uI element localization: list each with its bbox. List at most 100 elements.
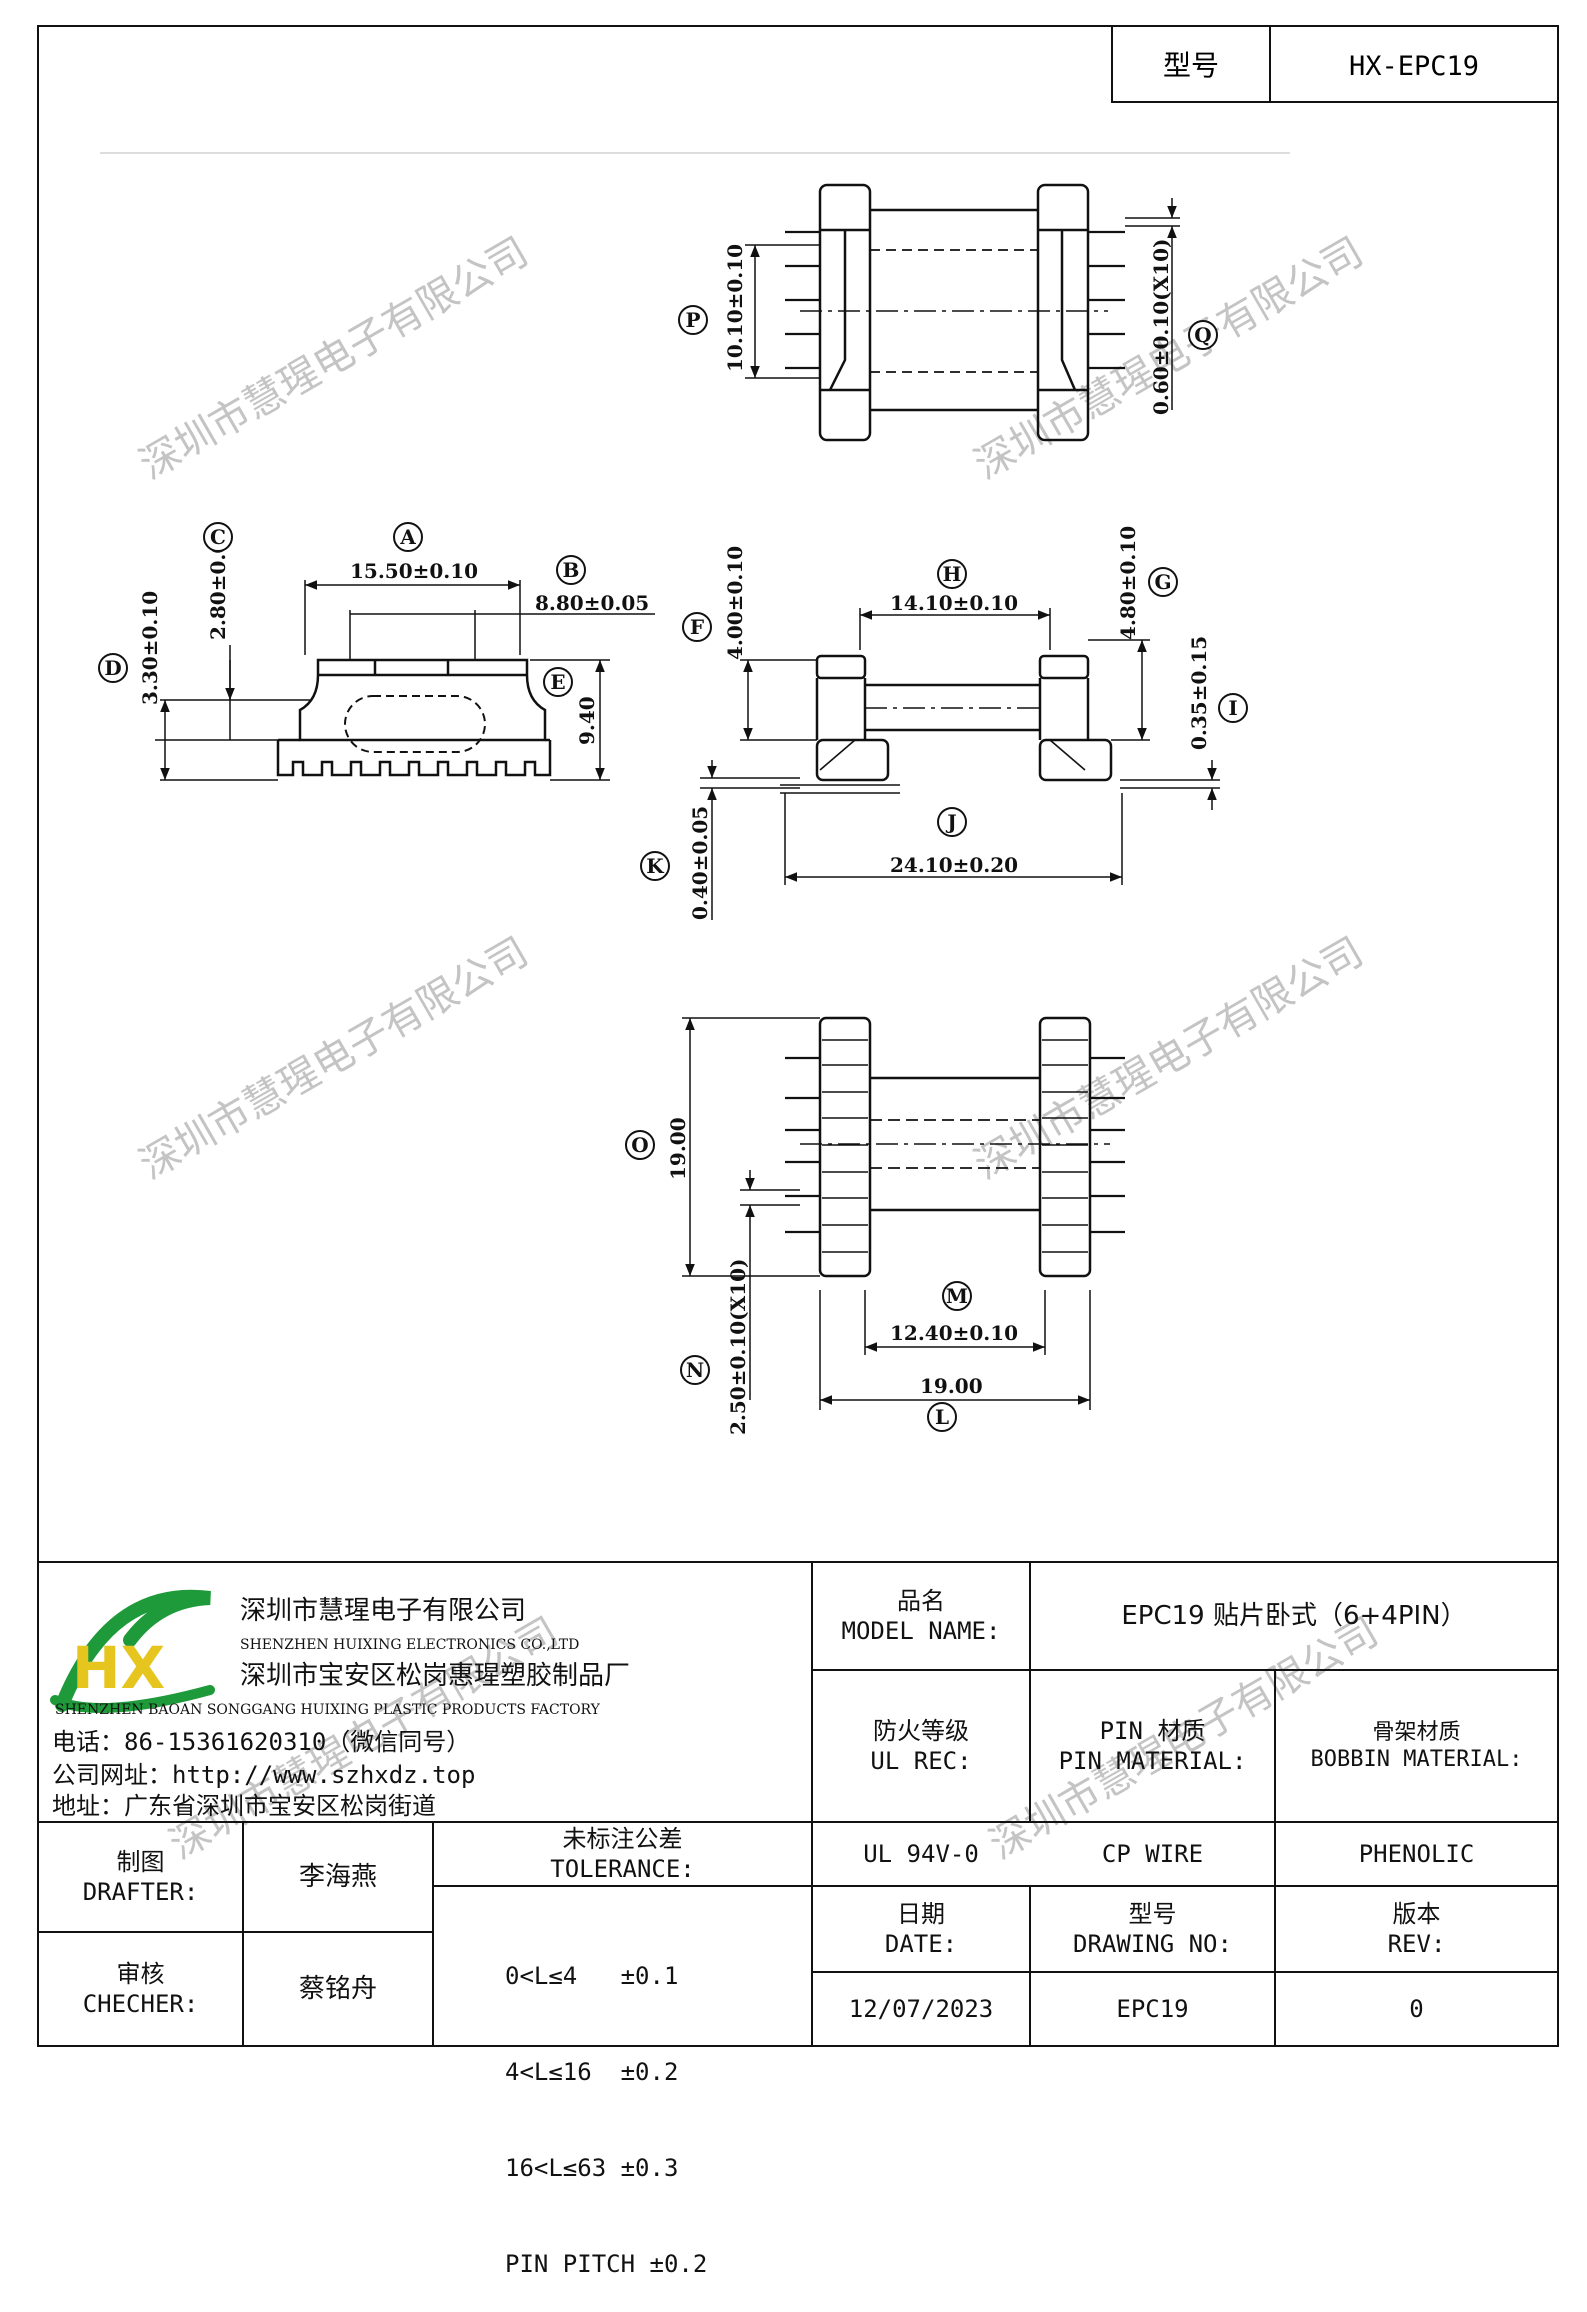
svg-text:P: P [685, 308, 700, 332]
tolerance-item: 4<L≤16 ±0.2 [505, 2058, 679, 2086]
tolerance-item: 0<L≤4 ±0.1 [505, 1962, 679, 1990]
dim-text-j: 24.10±0.20 [890, 853, 1018, 877]
pin-material-label-en: PIN MATERIAL: [1058, 1747, 1247, 1775]
ul-rec-label: 防火等级 UL REC: [812, 1670, 1030, 1822]
company-address: 地址：广东省深圳市宝安区松岗街道 [52, 1792, 436, 1820]
ul-rec-label-en: UL REC: [870, 1747, 972, 1775]
model-name-label-en: MODEL NAME: [841, 1617, 1001, 1645]
dim-text-f: 4.00±0.10 [723, 546, 747, 660]
callout-e: E [543, 667, 573, 697]
date-label-cn: 日期 [897, 1900, 945, 1928]
checker-label-cn: 审核 [116, 1960, 165, 1988]
svg-text:M: M [946, 1284, 968, 1308]
rev-label-en: REV: [1387, 1930, 1446, 1958]
bobbin-material-label: 骨架材质 BOBBIN MATERIAL: [1275, 1670, 1558, 1822]
dim-text-q: 0.60±0.10(X10) [1149, 239, 1173, 415]
svg-text:N: N [686, 1358, 704, 1382]
callout-g: G [1148, 567, 1178, 597]
callout-f: F [682, 612, 712, 642]
checker-label: 审核 CHECHER: [38, 1932, 243, 2046]
dim-text-l: 19.00 [920, 1374, 983, 1398]
model-label: 型号 [1163, 49, 1219, 82]
logo-letter: HX [72, 1634, 165, 1702]
drawing-sheet: 深圳市慧瑆电子有限公司 深圳市慧瑆电子有限公司 深圳市慧瑆电子有限公司 深圳市慧… [37, 25, 1559, 2047]
callout-l: L [927, 1402, 957, 1432]
model-name-label-cn: 品名 [897, 1587, 945, 1615]
checker-name: 蔡铭舟 [298, 1973, 377, 2004]
model-name-value: EPC19 贴片卧式（6+4PIN） [1121, 1600, 1467, 1631]
dim-text-g: 4.80±0.10 [1116, 526, 1140, 640]
dim-text-a: 15.50±0.10 [350, 559, 478, 583]
top-view [745, 183, 1180, 442]
company-name-cn: 深圳市慧瑆电子有限公司 [240, 1596, 527, 1626]
tolerance-label: 未标注公差 TOLERANCE: [433, 1822, 812, 1886]
dim-text-h: 14.10±0.10 [890, 591, 1018, 615]
watermark: 深圳市慧瑆电子有限公司 [132, 929, 536, 1189]
model-value: HX-EPC19 [1349, 51, 1479, 82]
watermark: 深圳市慧瑆电子有限公司 [132, 229, 536, 489]
rev-label: 版本 REV: [1275, 1886, 1558, 1972]
callout-q: Q [1188, 320, 1218, 350]
date-label: 日期 DATE: [812, 1886, 1030, 1972]
callout-j: J [937, 807, 967, 837]
svg-text:K: K [646, 854, 664, 878]
drafter-label-en: DRAFTER: [82, 1878, 199, 1906]
company-logo: HX [50, 1589, 215, 1713]
dim-text-d: 3.30±0.10 [138, 591, 162, 705]
bobbin-material-value: PHENOLIC [1358, 1840, 1475, 1868]
date-value: 12/07/2023 [848, 1995, 994, 2023]
dim-text-e: 9.40 [575, 696, 599, 745]
drawing-no-value: EPC19 [1116, 1995, 1189, 2023]
callout-d: D [98, 653, 128, 683]
svg-text:L: L [935, 1405, 949, 1429]
ul-rec-label-cn: 防火等级 [873, 1717, 969, 1745]
svg-text:D: D [104, 656, 121, 680]
dim-text-k: 0.40±0.05 [688, 806, 712, 920]
company-phone: 电话：86-15361620310（微信同号） [52, 1728, 471, 1756]
side-view [155, 580, 655, 781]
pin-material-label: PIN 材质 PIN MATERIAL: [1030, 1670, 1275, 1822]
svg-text:C: C [210, 525, 226, 549]
svg-text:J: J [945, 810, 956, 834]
sheet-frame [37, 25, 1559, 2047]
header-box [1111, 25, 1559, 103]
drawing-no-label-cn: 型号 [1128, 1900, 1177, 1928]
callout-o: O [625, 1130, 655, 1160]
svg-text:A: A [399, 525, 416, 549]
dim-text-n: 2.50±0.10(X10) [726, 1259, 750, 1435]
callout-p: P [678, 305, 708, 335]
drawing-no-label: 型号 DRAWING NO: [1030, 1886, 1275, 1972]
watermark: 深圳市慧瑆电子有限公司 [967, 929, 1371, 1189]
svg-text:G: G [1154, 570, 1171, 594]
drafter-label: 制图 DRAFTER: [38, 1822, 243, 1932]
svg-text:Q: Q [1194, 323, 1211, 347]
dim-text-b: 8.80±0.05 [535, 591, 649, 615]
model-name-label: 品名 MODEL NAME: [812, 1562, 1030, 1670]
checker-label-en: CHECHER: [82, 1990, 199, 2018]
svg-text:O: O [631, 1133, 648, 1157]
title-block-grid [38, 1561, 1558, 2046]
pin-material-label-cn: PIN 材质 [1099, 1717, 1206, 1745]
tolerance-label-en: TOLERANCE: [550, 1855, 695, 1883]
callout-b: B [556, 555, 586, 585]
pin-material-value: CP WIRE [1101, 1840, 1204, 1868]
svg-text:I: I [1228, 696, 1237, 720]
callout-h: H [937, 559, 967, 589]
callout-m: M [942, 1281, 972, 1311]
factory-name-cn: 深圳市宝安区松岗惠瑆塑胶制品厂 [240, 1661, 631, 1691]
company-website[interactable]: 公司网址：http://www.szhxdz.top [52, 1761, 476, 1789]
company-name-en: SHENZHEN HUIXING ELECTRONICS CO.,LTD [240, 1637, 580, 1653]
date-label-en: DATE: [884, 1930, 958, 1958]
callout-i: I [1218, 693, 1248, 723]
factory-name-en: SHENZHEN BAOAN SONGGANG HUIXING PLASTIC … [55, 1702, 600, 1718]
tolerance-list: 0<L≤4 ±0.1 4<L≤16 ±0.2 16<L≤63 ±0.3 PIN … [505, 1896, 707, 2312]
dim-text-o: 19.00 [666, 1117, 690, 1180]
tolerance-item: 16<L≤63 ±0.3 [505, 2154, 679, 2182]
rev-label-cn: 版本 [1392, 1900, 1441, 1928]
svg-text:B: B [563, 558, 580, 582]
svg-text:E: E [550, 670, 565, 694]
dim-text-m: 12.40±0.10 [890, 1321, 1018, 1345]
callout-n: N [680, 1355, 710, 1385]
tolerance-label-cn: 未标注公差 [562, 1825, 683, 1853]
rev-value: 0 [1409, 1995, 1424, 2023]
